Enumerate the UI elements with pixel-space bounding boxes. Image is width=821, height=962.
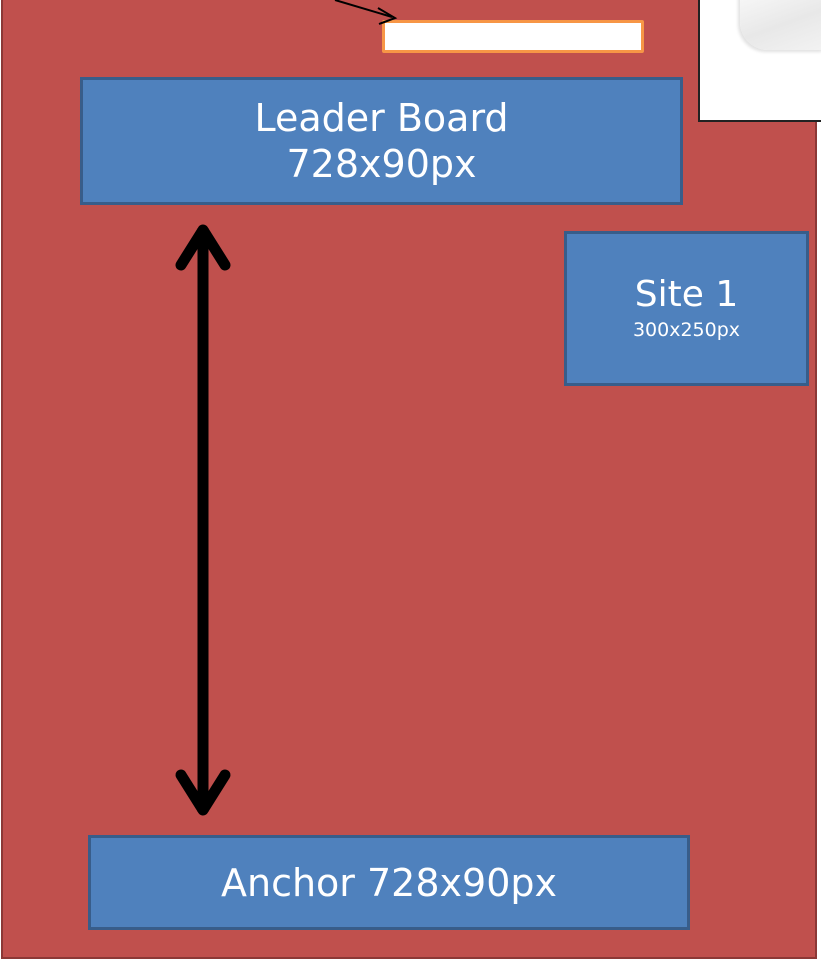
- leader-board-size: 728x90px: [286, 142, 477, 186]
- site-1-ad: Site 1 300x250px: [564, 231, 809, 386]
- leader-board-name: Leader Board: [254, 96, 509, 140]
- callout-box: [698, 0, 821, 122]
- header-ad-slot: [382, 20, 644, 53]
- anchor-ad: Anchor 728x90px: [88, 835, 690, 930]
- site-1-size: 300x250px: [632, 318, 741, 341]
- anchor-label: Anchor 728x90px: [221, 860, 557, 905]
- site-1-name: Site 1: [634, 273, 739, 315]
- page-curl-image: [740, 0, 821, 50]
- leader-board-ad: Leader Board 728x90px: [80, 77, 683, 205]
